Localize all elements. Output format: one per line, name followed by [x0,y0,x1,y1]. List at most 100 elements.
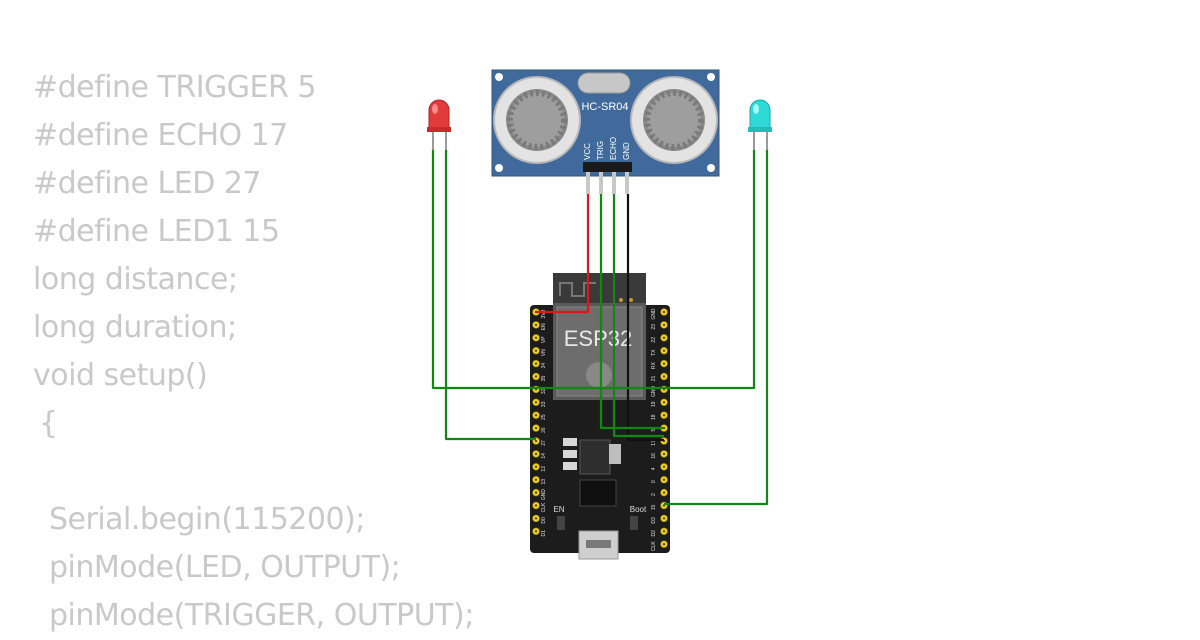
board-name: ESP32 [564,326,633,351]
header-pin-hole [662,362,666,365]
code-line: pinMode(LED, OUTPUT); [49,550,401,585]
header-pin-label: 2 [651,493,657,496]
header-pin-hole [534,478,538,481]
wire-cyan-led[interactable] [664,150,769,506]
header-pin-label: RX [651,361,657,369]
header-pin-label: 12 [541,466,547,472]
en-button-label: EN [553,505,564,514]
header-pin-hole [534,504,538,507]
header-pin-hole [534,401,538,404]
code-line: long distance; [33,262,238,297]
wire-red-led[interactable] [444,150,536,441]
header-pin-hole [662,478,666,481]
ultrasonic-sensor[interactable]: HC-SR04 VCC TRIG ECHO GND [491,69,720,194]
wire-trig[interactable] [599,194,664,430]
header-pin-label: 25 [541,414,547,420]
header-pin-label: CLK [541,502,547,512]
sensor-pin[interactable] [586,172,590,194]
sensor-pin-label: ECHO [609,137,618,160]
sensor-pin[interactable] [612,172,616,194]
en-button[interactable] [557,516,565,530]
mount-hole [495,73,503,81]
header-pin-label: CLK [651,541,657,551]
code-line: void setup() [33,358,208,393]
header-pin-label: VN [541,349,547,356]
header-pin-label: D0 [541,517,547,524]
header-pin-hole [534,375,538,378]
mount-hole [707,164,715,172]
header-pin-hole [534,491,538,494]
header-pin-hole [534,349,538,352]
sensor-model-label: HC-SR04 [581,101,628,113]
header-pin-label: D1 [541,530,547,537]
header-pin-label: 0 [651,480,657,483]
header-pin-label: 5 [651,428,657,431]
mount-hole [495,164,503,172]
header-pin-hole [662,465,666,468]
header-pin-hole [662,543,666,546]
crystal-oscillator [577,72,631,94]
header-pin-hole [662,414,666,417]
sensor-pin[interactable] [625,172,629,194]
header-pin-hole [662,310,666,314]
code-line: #define ECHO 17 [33,118,288,153]
wire-echo[interactable] [612,194,664,438]
header-pin-hole [534,414,538,417]
boot-button-label: Boot [630,505,647,514]
header-pin-hole [534,452,538,456]
header-pin-label: 19 [651,401,657,407]
header-pin-label: 33 [541,401,547,407]
header-pin-label: 26 [541,427,547,433]
boot-button[interactable] [630,516,638,530]
code-editor-text: #define TRIGGER 5 #define ECHO 17 #define … [33,64,474,640]
red-led[interactable] [427,99,451,150]
transducer-right [630,76,718,164]
code-line: { [39,406,58,441]
header-pin-hole [662,530,666,533]
header-pin-label: 23 [651,324,657,330]
header-pin-hole [662,401,666,404]
wire-vcc[interactable] [536,194,590,314]
header-pin-hole [662,323,666,327]
header-pin-label: GND [541,489,547,501]
sensor-header [583,162,632,172]
header-pin-hole [534,530,538,533]
header-pin-label: 32 [541,388,547,394]
header-pin-hole [534,517,538,520]
header-pin-label: TX [651,349,657,356]
code-line: #define LED1 15 [33,214,280,249]
header-pin-hole [534,439,538,443]
header-pin-label: 14 [541,453,547,459]
code-line: #define LED 27 [33,166,262,201]
cyan-led[interactable] [748,99,772,150]
header-pin-hole [662,491,666,494]
usb-uart-chip [579,479,617,507]
header-pin-hole [662,349,666,352]
header-pin-label: 27 [541,440,547,446]
header-pin-label: 22 [651,337,657,343]
header-pin-label: 4 [651,467,657,470]
header-pin-label: 16 [651,453,657,459]
espressif-logo [586,362,612,388]
voltage-regulator [579,439,611,475]
header-pin-label: GND [651,385,657,397]
code-line: #define TRIGGER 5 [33,70,316,105]
header-pin-hole [534,426,538,430]
wire-gnd[interactable] [626,194,664,442]
code-line: pinMode(TRIGGER, OUTPUT); [49,598,474,633]
header-pin-label: 15 [651,505,657,511]
sensor-pin-label: GND [622,142,631,160]
header-pin-label: EN [541,323,547,330]
mount-hole [707,73,715,81]
code-line: long duration; [33,310,237,345]
header-pin-label: 34 [541,363,547,369]
header-pin-label: 35 [541,376,547,382]
header-pin-label: VP [541,336,547,343]
code-line: Serial.begin(115200); [49,502,365,537]
header-pin-hole [662,452,666,456]
header-pin-label: 13 [541,479,547,485]
wire-led-ground[interactable] [431,150,756,390]
header-pin-hole [534,323,538,327]
sensor-pin[interactable] [599,172,603,194]
